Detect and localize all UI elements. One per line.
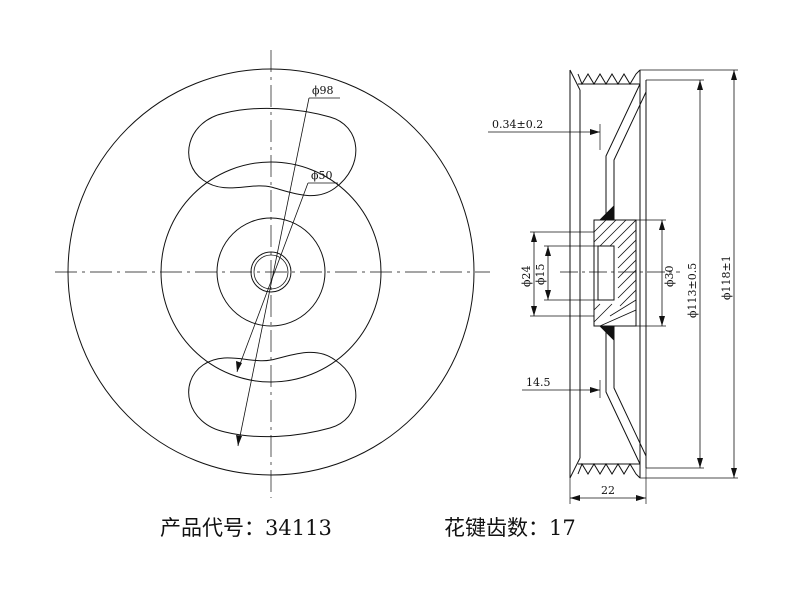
front-view	[55, 50, 490, 498]
lower-kidney-window	[188, 351, 357, 438]
dimension-label-offset: 0.34±0.2	[492, 118, 543, 131]
part-number-label: 产品代号：34113	[160, 516, 332, 540]
dimension-label-w22: 22	[601, 484, 615, 497]
dimension-label-d24: ϕ24	[520, 266, 533, 288]
pulley-grooves-top	[577, 69, 641, 86]
caption-bar: 产品代号：34113 花键齿数：17	[0, 512, 800, 546]
web-profile-bottom-inner	[613, 326, 647, 457]
d50-leader-line	[236, 182, 309, 373]
web-profile-top-inner	[613, 91, 647, 220]
dimension-label-w14: 14.5	[526, 376, 551, 389]
side-section-view	[488, 69, 738, 504]
dimension-label-d50: ϕ50	[311, 169, 333, 182]
dimension-label-d30: ϕ30	[663, 266, 676, 288]
weld-top	[598, 204, 615, 221]
dimension-label-d98: ϕ98	[312, 84, 334, 97]
dimension-arrowheads	[236, 70, 737, 501]
dimension-label-d118: ϕ118±1	[720, 255, 733, 300]
dimension-label-d113: ϕ113±0.5	[686, 263, 699, 318]
web-profile-bottom-outer	[605, 326, 641, 465]
d98-leader-line	[237, 97, 310, 447]
spline-teeth-label: 花键齿数：17	[444, 516, 576, 540]
weld-bottom	[598, 325, 615, 342]
web-profile-top-outer	[605, 83, 641, 220]
pulley-grooves-bottom	[577, 462, 641, 479]
dimension-label-d15: ϕ15	[534, 264, 547, 286]
upper-kidney-window	[188, 107, 357, 197]
